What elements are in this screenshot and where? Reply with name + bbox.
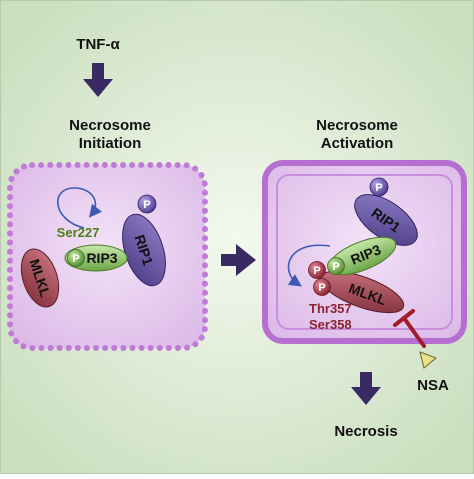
nsa-label: NSA	[417, 377, 449, 394]
activation-mlkl-phospho-1	[308, 261, 326, 279]
activation-mlkl-phospho-1-label: P	[313, 265, 320, 277]
initiation-dotted-border	[7, 162, 208, 351]
activation-mlkl-phospho-2	[313, 278, 331, 296]
rip3-site-label: Ser227	[57, 225, 100, 240]
initiation-rip3-label: RIP3	[86, 250, 117, 266]
tnf-alpha-label: TNF-α	[76, 36, 120, 53]
initiation-rip1-phospho	[137, 194, 157, 214]
activation-rip1-shape	[354, 194, 418, 246]
initiation-mlkl-shape	[20, 248, 60, 308]
activation-rip3-phospho	[327, 257, 345, 275]
initiation-complex: MLKL RIP1 RIP3 P P Ser227	[20, 187, 166, 308]
nsa-ligand-triangle	[419, 351, 437, 369]
initiation-rip1-phospho-label: P	[143, 199, 150, 211]
initiation-title-line2: Initiation	[79, 135, 142, 152]
initiation-title-line1: Necrosome	[69, 117, 151, 134]
activation-mlkl-phospho-2-label: P	[318, 282, 325, 294]
activation-phosphorylation-arrow	[287, 244, 331, 287]
initiation-autophosphorylation-arrow	[57, 187, 102, 229]
initiation-mlkl: MLKL	[20, 248, 60, 308]
activation-rip1-phospho	[369, 177, 389, 197]
necrosis-down-arrow	[351, 372, 381, 405]
initiation-rip3-phospho	[67, 249, 85, 267]
activation-rip3-phospho-label: P	[332, 261, 339, 273]
activation-title-line1: Necrosome	[316, 117, 398, 134]
initiation-rip1: RIP1	[122, 213, 166, 287]
necrosis-label: Necrosis	[334, 423, 397, 440]
activation-mlkl: MLKL	[319, 270, 405, 314]
activation-rip1: RIP1	[354, 194, 418, 246]
inhibition-line	[402, 316, 426, 348]
activation-rip1-phospho-label: P	[375, 182, 382, 194]
stimulus-down-arrow	[83, 63, 113, 97]
activation-rip3: RIP3	[327, 236, 397, 276]
activation-inner-border	[276, 174, 453, 330]
inhibition-bar	[393, 309, 415, 327]
mlkl-site2-label: Ser358	[309, 317, 352, 332]
activation-complex: RIP1 MLKL RIP3 P P P P Thr357 Ser358	[287, 177, 418, 332]
nsa-inhibitor: NSA	[393, 309, 449, 394]
activation-title-line2: Activation	[321, 135, 394, 152]
initiation-rip3-phospho-label: P	[72, 253, 79, 265]
transition-arrow	[221, 244, 256, 276]
mlkl-site1-label: Thr357	[309, 301, 352, 316]
